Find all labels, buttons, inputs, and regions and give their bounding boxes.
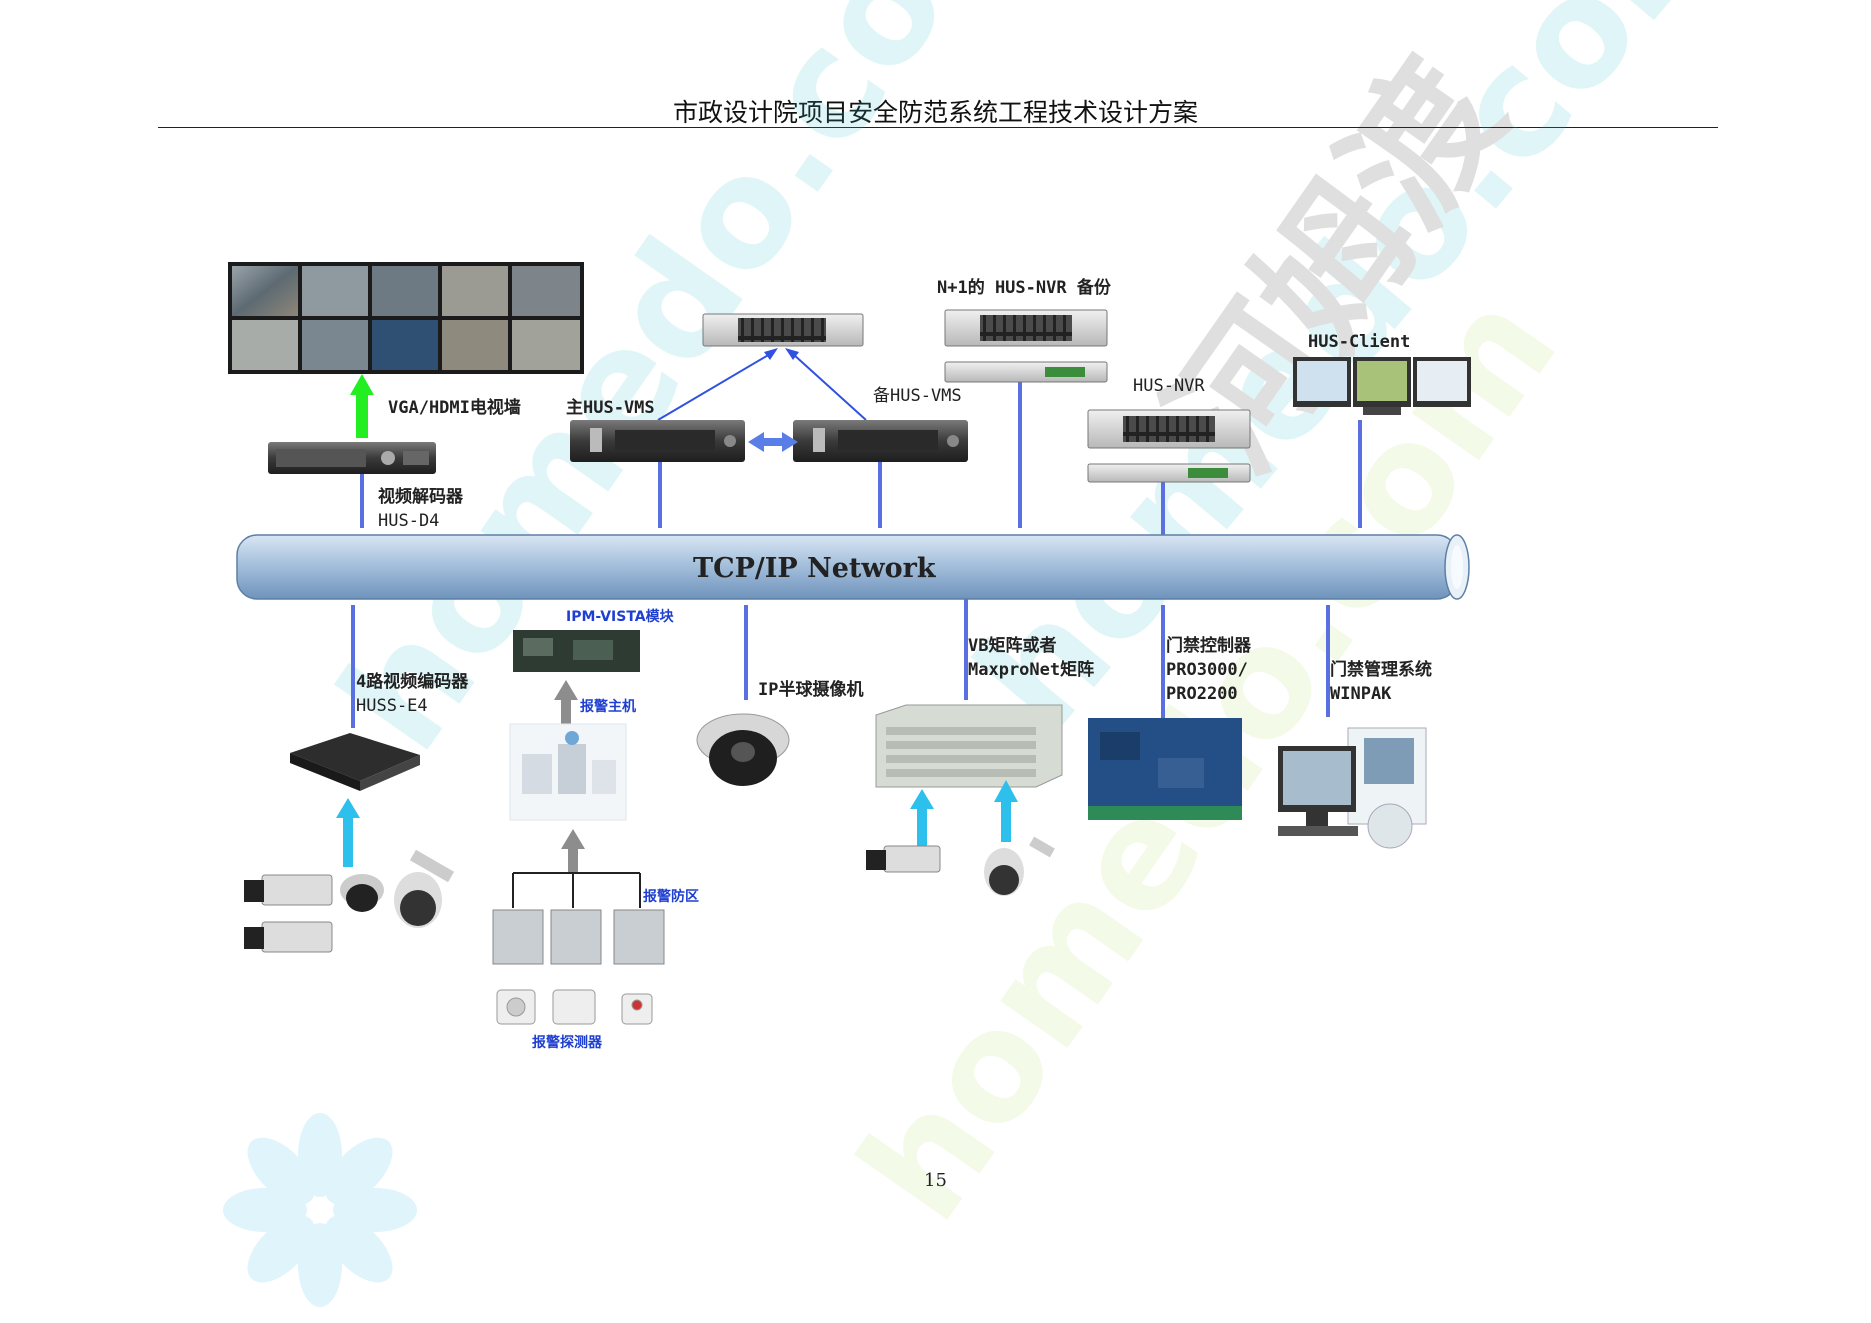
access-controller-label: 门禁控制器 [1166, 636, 1251, 656]
main-vms-label: 主HUS-VMS [566, 398, 655, 418]
ip-dome-label: IP半球摄像机 [758, 680, 864, 700]
access-mgmt-model-label: WINPAK [1330, 684, 1392, 704]
video-wall-label: VGA/HDMI电视墙 [388, 398, 521, 418]
watermark-flower-icon [223, 1113, 417, 1307]
network-label: TCP/IP Network [693, 553, 936, 584]
top-server [702, 313, 864, 347]
nvr-backup-device [944, 309, 1108, 383]
encoder-label: 4路视频编码器 [356, 672, 469, 692]
access-controller-model-label-2: PRO2200 [1166, 684, 1238, 704]
nvr-label: HUS-NVR [1133, 376, 1205, 396]
alarm-zone-modules [492, 909, 665, 965]
alarm-zone-label: 报警防区 [643, 889, 699, 905]
access-controller-model-label: PRO3000/ [1166, 660, 1248, 680]
matrix-cameras [866, 836, 1055, 896]
matrix-label: VB矩阵或者 [968, 636, 1057, 656]
client-workstation [1293, 357, 1471, 415]
nvr-device [1087, 409, 1251, 483]
backup-vms-server [793, 420, 968, 462]
alarm-host-device [509, 723, 627, 821]
client-label: HUS-Client [1308, 332, 1411, 352]
cyan-arrow-up-icon-2 [910, 780, 1018, 849]
ipm-vista-board [513, 630, 640, 672]
page-header-title: 市政设计院项目安全防范系统工程技术设计方案 [672, 98, 1198, 127]
header-rule [158, 127, 1718, 128]
cyan-arrow-up-icon [336, 798, 360, 867]
ip-dome-camera [696, 713, 790, 786]
green-arrow-up-icon [350, 374, 374, 438]
ipm-vista-label: IPM-VISTA模块 [566, 609, 674, 625]
tcpip-network-pipe [236, 534, 1470, 600]
matrix-label-2: MaxproNet矩阵 [968, 660, 1095, 680]
winpak-workstation [1278, 727, 1427, 849]
access-controller-board [1088, 718, 1242, 820]
access-mgmt-label: 门禁管理系统 [1330, 660, 1432, 680]
alarm-detector-label: 报警探测器 [532, 1035, 602, 1051]
double-arrow-icon [748, 432, 798, 452]
video-encoder-device [290, 733, 420, 791]
page-number: 15 [924, 1170, 947, 1191]
decoder-model-label: HUS-D4 [378, 511, 440, 531]
decoder-device [268, 442, 436, 474]
alarm-detector-devices [496, 989, 653, 1025]
alarm-host-label: 报警主机 [580, 699, 636, 715]
sync-arrows [657, 353, 867, 421]
decoder-label: 视频解码器 [378, 487, 463, 507]
zone-bracket [512, 872, 641, 908]
analog-cameras [244, 849, 455, 953]
grey-arrow-up-icon [554, 680, 585, 873]
video-wall [228, 262, 584, 374]
backup-vms-label: 备HUS-VMS [873, 386, 962, 406]
encoder-model-label: HUSS-E4 [356, 696, 428, 716]
main-vms-server [570, 420, 745, 462]
matrix-chassis [875, 704, 1063, 788]
nvr-backup-label: N+1的 HUS-NVR 备份 [937, 278, 1111, 298]
